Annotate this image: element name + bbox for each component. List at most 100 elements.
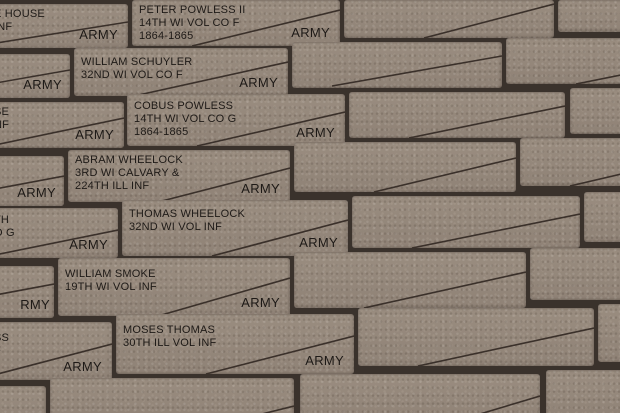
brick-inscription: E HOUSE INF (0, 8, 45, 33)
unit: 14TH WI VOL CO F (139, 17, 240, 29)
blank-brick (294, 142, 516, 192)
memorial-brick: RMY (0, 266, 54, 318)
branch-label: ARMY (17, 185, 56, 200)
brick-groove (205, 335, 354, 374)
unit-2: 224TH ILL INF (75, 180, 150, 192)
brick-inscription: THOMAS WHEELOCK 32ND WI VOL INF (129, 208, 245, 234)
unit: 19TH WI VOL INF (65, 281, 157, 293)
veteran-name: COBUS POWLESS (134, 100, 234, 112)
brick-inscription: WILLIAM SCHUYLER 32ND WI VOL CO F (81, 56, 192, 82)
brick-groove (408, 105, 565, 138)
brick-groove (363, 271, 526, 308)
brick-groove (373, 157, 516, 192)
memorial-brick-moses-thomas: MOSES THOMAS 30TH ILL VOL INF ARMY (116, 314, 354, 374)
blank-brick (570, 88, 620, 134)
brick-inscription: PETER POWLESS II 14TH WI VOL CO F 1864-1… (139, 4, 246, 43)
brick-groove (575, 74, 620, 84)
blank-brick (520, 138, 620, 186)
branch-label: ARMY (291, 25, 330, 40)
blank-brick (294, 252, 526, 308)
branch-label: RMY (20, 297, 50, 312)
veteran-name: PETER POWLESS II (139, 4, 246, 16)
branch-label: ARMY (75, 127, 114, 142)
unit: 14TH WI VOL CO G (134, 113, 237, 125)
memorial-brick-abram-wheelock: ABRAM WHEELOCK 3RD WI CALVARY & 224TH IL… (68, 150, 290, 202)
brick-groove (0, 283, 54, 295)
brick-groove (0, 229, 118, 255)
branch-label: ARMY (79, 27, 118, 42)
branch-label: ARMY (241, 295, 280, 310)
brick-groove (211, 219, 348, 256)
branch-label: ARMY (241, 181, 280, 196)
brick-inscription: COBUS POWLESS 14TH WI VOL CO G 1864-1865 (134, 100, 236, 139)
memorial-brick-william-smoke: WILLIAM SMOKE 19TH WI VOL INF ARMY (58, 258, 290, 316)
unit: 32ND WI VOL CO F (81, 69, 183, 81)
brick-inscription: MOSES THOMAS 30TH ILL VOL INF (123, 324, 216, 350)
branch-label: ARMY (69, 237, 108, 252)
veteran-name: THOMAS WHEELOCK (129, 208, 246, 220)
unit: 3RD WI CALVARY & (75, 167, 180, 179)
unit: 30TH ILL VOL INF (123, 337, 217, 349)
veteran-name: MOSES THOMAS (123, 324, 216, 336)
memorial-brick: SS F ARMY (0, 322, 112, 380)
brick-inscription: TH O G (0, 214, 15, 239)
service-years: 1864-1865 (134, 126, 189, 138)
brick-groove (0, 175, 64, 189)
blank-brick (598, 304, 620, 362)
brick-groove (417, 327, 594, 366)
brick-groove (331, 55, 502, 87)
memorial-brick-william-schuyler: WILLIAM SCHUYLER 32ND WI VOL CO F ARMY (74, 48, 288, 96)
unit: 32ND WI VOL INF (129, 221, 223, 233)
brick-groove (423, 3, 554, 38)
blank-brick (349, 92, 565, 138)
memorial-brick-thomas-wheelock: THOMAS WHEELOCK 32ND WI VOL INF ARMY (122, 200, 348, 256)
branch-label: ARMY (239, 75, 278, 90)
brick-groove (411, 213, 580, 248)
blank-brick (50, 378, 294, 413)
blank-brick (292, 42, 502, 88)
veteran-name: ABRAM WHEELOCK (75, 154, 183, 166)
blank-brick (358, 308, 594, 366)
memorial-brick-cobus-powless: COBUS POWLESS 14TH WI VOL CO G 1864-1865… (127, 94, 345, 146)
brick-groove (0, 343, 112, 375)
service-years: 1864-1865 (139, 30, 194, 42)
brick-groove (262, 405, 294, 413)
brick-inscription: WILLIAM SMOKE 19TH WI VOL INF (65, 268, 157, 294)
brick-inscription: SE NF (0, 106, 10, 131)
brick-groove (0, 21, 128, 44)
brick-inscription: SS F (0, 332, 10, 357)
blank-brick (558, 0, 620, 32)
brick-groove (569, 173, 620, 186)
blank-brick (0, 386, 46, 413)
blank-brick (584, 192, 620, 242)
branch-label: ARMY (305, 353, 344, 368)
memorial-brick: ARMY (0, 156, 64, 206)
brick-inscription: ABRAM WHEELOCK 3RD WI CALVARY & 224TH IL… (75, 154, 183, 193)
brick-groove (480, 395, 540, 413)
veteran-name: WILLIAM SMOKE (65, 268, 156, 280)
memorial-brick: SE NF ARMY (0, 102, 124, 148)
branch-label: ARMY (296, 125, 335, 140)
memorial-brick-peter-powless: PETER POWLESS II 14TH WI VOL CO F 1864-1… (132, 0, 340, 46)
brick-groove (157, 277, 290, 316)
branch-label: ARMY (63, 359, 102, 374)
memorial-brick: E HOUSE INF ARMY (0, 4, 128, 48)
brick-groove (157, 167, 290, 202)
brick-groove (0, 69, 70, 84)
blank-brick (530, 248, 620, 300)
brick-groove (133, 61, 288, 96)
brick-groove (0, 117, 124, 145)
memorial-brick: ARMY (0, 54, 70, 98)
brick-groove (191, 9, 340, 46)
branch-label: ARMY (23, 77, 62, 92)
brick-groove (196, 111, 345, 146)
veteran-name: WILLIAM SCHUYLER (81, 56, 193, 68)
blank-brick (344, 0, 554, 38)
blank-brick (352, 196, 580, 248)
blank-brick (300, 374, 540, 413)
memorial-brick: TH O G ARMY (0, 208, 118, 258)
blank-brick (506, 38, 620, 84)
blank-brick (546, 370, 620, 413)
branch-label: ARMY (299, 235, 338, 250)
